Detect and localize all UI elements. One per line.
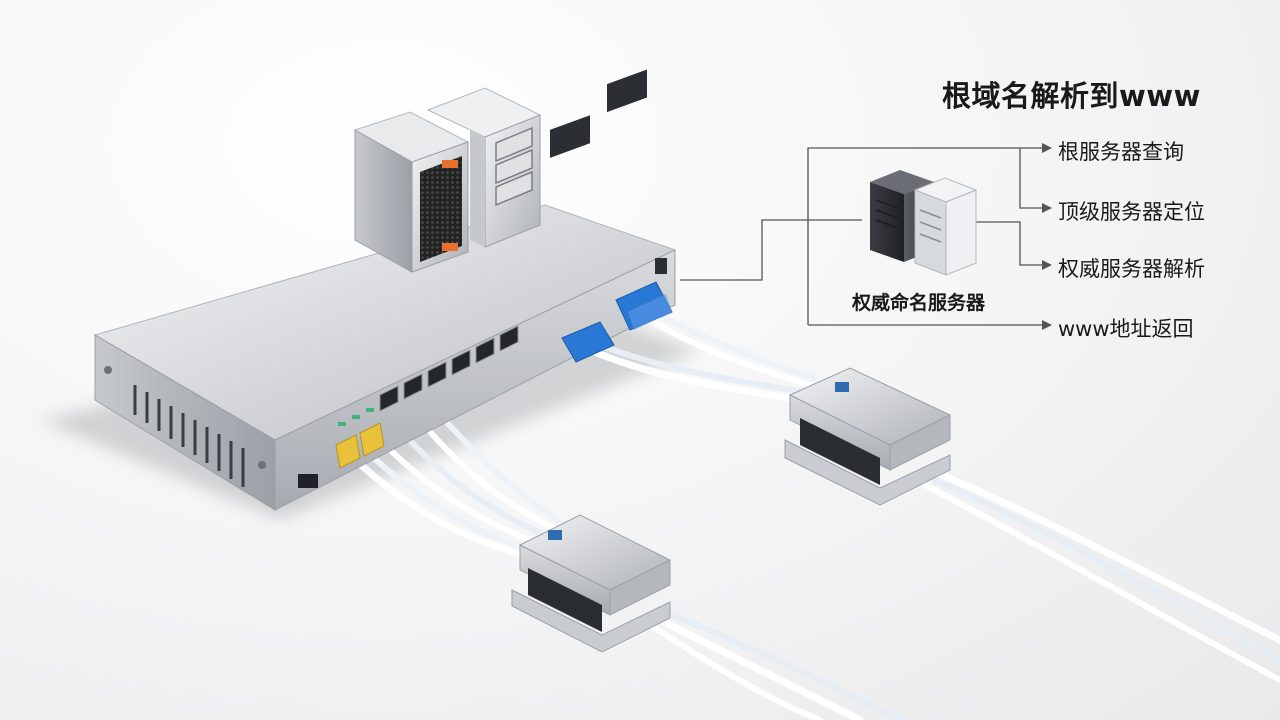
- cable-bundle-upper: [586, 312, 818, 404]
- sfp-slot: [607, 69, 647, 113]
- server-label: 权威命名服务器: [852, 292, 986, 314]
- server-pair-icon: [870, 170, 978, 276]
- step-root-query: 根服务器查询: [1058, 140, 1184, 164]
- relay-module-upper: [784, 367, 952, 506]
- console-port: [298, 474, 318, 488]
- network-switch: [93, 69, 677, 511]
- tower-server-dark-panel: [353, 111, 470, 273]
- yellow-ethernet-connectors: [335, 422, 385, 469]
- cable-bundle-lower: [346, 412, 568, 564]
- orange-indicator: [442, 243, 458, 251]
- relay-module-lower: [511, 514, 672, 653]
- screw-icon: [104, 366, 112, 374]
- step-authoritative-resolve: 权威服务器解析: [1058, 257, 1205, 281]
- module-badge-icon: [548, 530, 562, 540]
- step-tld-locate: 顶级服务器定位: [1058, 200, 1205, 224]
- orange-indicator: [442, 160, 458, 168]
- port-status-leds: [338, 408, 374, 426]
- step-www-return: www地址返回: [1058, 317, 1194, 341]
- tower-server-bays: [426, 87, 542, 248]
- ethernet-ports: [379, 325, 519, 412]
- cable-bundle-out: [652, 466, 1280, 720]
- screw-icon: [258, 461, 266, 469]
- switch-vents: [133, 385, 245, 487]
- arrow-icons: [1042, 143, 1052, 330]
- sfp-slot: [655, 258, 667, 274]
- blue-fiber-connectors: [561, 281, 673, 363]
- module-badge-icon: [835, 382, 849, 392]
- connector-lines: [680, 147, 1042, 326]
- sfp-slot: [550, 115, 590, 158]
- diagram-title: 根域名解析到www: [942, 79, 1201, 113]
